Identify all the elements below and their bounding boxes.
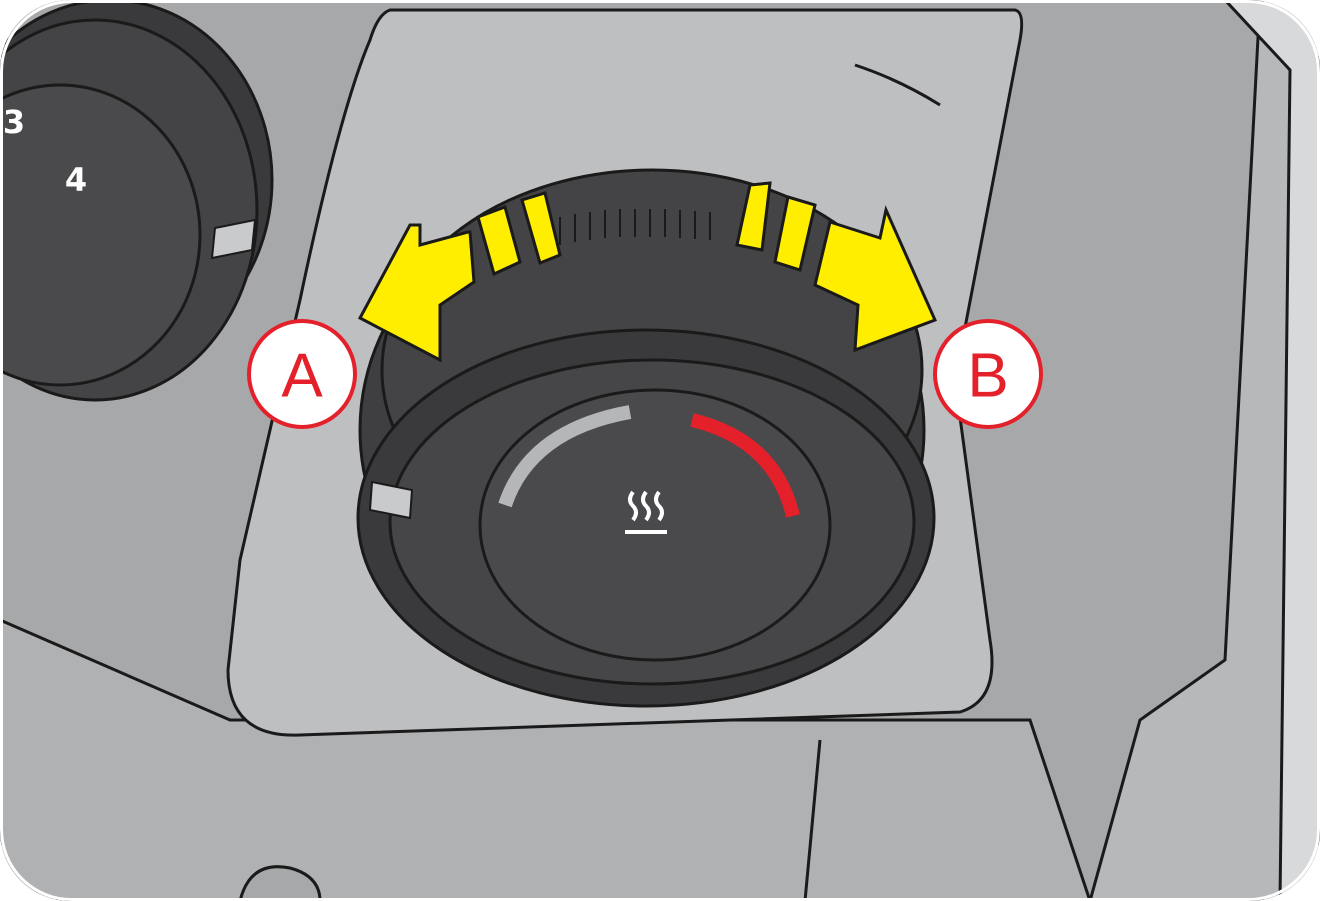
lower-console (0, 617, 1093, 901)
rotate-arrow-b (735, 181, 938, 353)
hot-arc (690, 413, 800, 518)
left-knob-face (0, 83, 202, 387)
heater-knob-face (478, 388, 832, 662)
cool-arc (498, 405, 632, 508)
callout-a: A (247, 319, 357, 429)
right-side-panel (1010, 0, 1320, 901)
heater-knob[interactable] (356, 168, 936, 708)
seat-heater-icon (625, 490, 667, 534)
recess-highlight-line (854, 63, 941, 107)
heater-knob-grip-ticks (559, 209, 711, 245)
lower-divider (803, 739, 822, 901)
rotate-arrow-a (357, 191, 562, 363)
callout-a-label: A (281, 342, 323, 411)
left-knob-marker (210, 218, 257, 260)
callout-b: B (933, 319, 1043, 429)
bottom-vent (238, 865, 322, 901)
left-knob[interactable]: 3 4 (0, 0, 274, 402)
right-edge-panel (1221, 0, 1320, 901)
left-knob-number-4: 4 (65, 161, 87, 199)
callout-b-label: B (967, 342, 1008, 411)
left-knob-number-3: 3 (3, 103, 25, 141)
heater-knob-side-marker (368, 480, 414, 520)
